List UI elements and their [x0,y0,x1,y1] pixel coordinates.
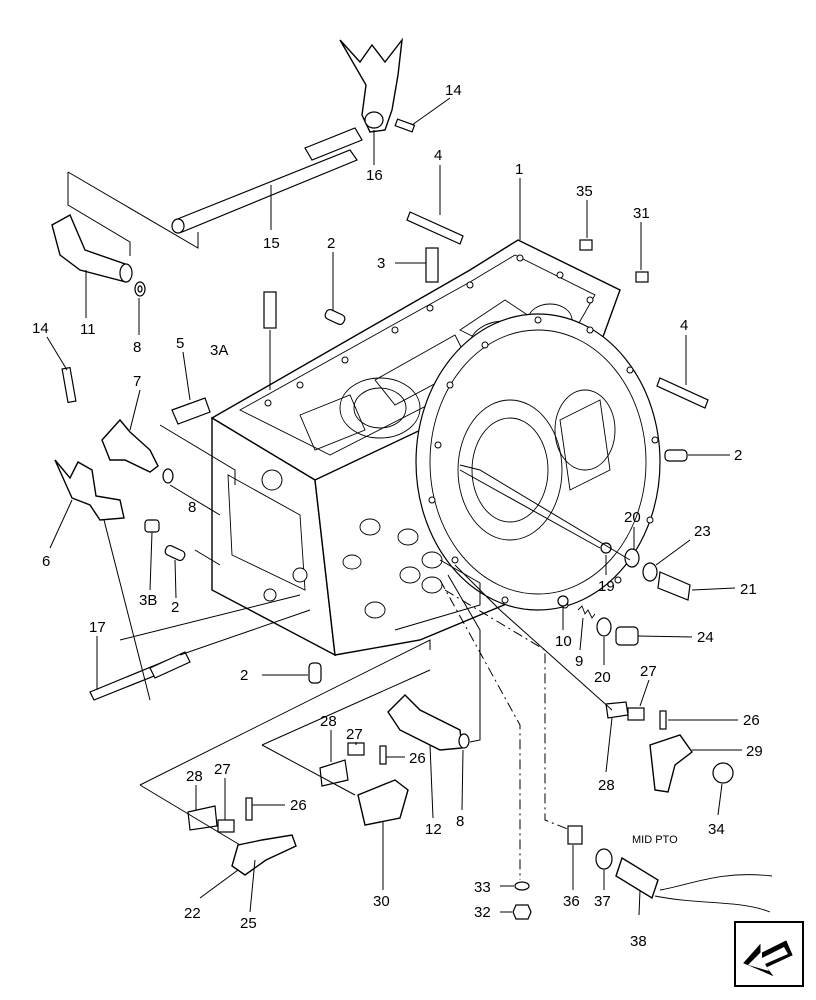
callout-35: 35 [576,183,593,200]
callout-22: 22 [184,905,201,922]
callout-21: 21 [740,581,757,598]
callout-11: 11 [80,321,96,338]
callout-32: 32 [474,904,491,921]
callout-5: 5 [176,335,184,352]
callout-27-mid: 27 [346,726,363,743]
callout-26-left: 26 [290,797,307,814]
callout-24: 24 [697,629,714,646]
callout-10: 10 [555,633,572,650]
callout-30: 30 [373,893,390,910]
callout-2-top: 2 [327,235,335,252]
transmission-housing [210,239,661,657]
callout-2-bottom: 2 [240,667,248,684]
callout-33: 33 [474,879,491,896]
callout-25: 25 [240,915,257,932]
callout-27-left: 27 [214,761,231,778]
callout-26-mid: 26 [409,750,426,767]
callout-31: 31 [633,205,650,222]
callout-28-left: 28 [186,768,203,785]
callout-6: 6 [42,553,50,570]
callout-14-top: 14 [445,82,462,99]
callout-34: 34 [708,821,725,838]
callout-1: 1 [515,161,523,178]
shift-lever-12 [387,694,463,751]
callout-8-mid: 8 [188,499,196,516]
leader-lines [46,97,742,916]
shift-lever-7 [101,418,159,473]
callout-3A: 3A [210,342,228,359]
callout-4-top: 4 [434,147,442,164]
callout-9: 9 [575,653,583,670]
callout-labels: 1 2 2 2 2 3 3A 3B 4 4 5 6 7 8 8 8 9 10 1… [32,82,763,950]
mid-pto-note: MID PTO [632,834,678,846]
shift-fork-16 [339,37,403,133]
callout-29: 29 [746,743,763,760]
callout-27-right: 27 [640,663,657,680]
shift-rod-15 [171,127,363,234]
arrow-next-icon [734,921,804,987]
callout-20-top: 20 [624,509,641,526]
callout-3: 3 [377,255,385,272]
callout-3B: 3B [139,592,157,609]
callout-19: 19 [598,578,615,595]
callout-8-top: 8 [133,339,141,356]
callout-4-right: 4 [680,317,688,334]
next-arrow-button[interactable] [734,921,804,987]
callout-8-bottom: 8 [456,813,464,830]
callout-2-right: 2 [734,447,742,464]
callout-28-right: 28 [598,777,615,794]
callout-12: 12 [425,821,442,838]
callout-15: 15 [263,235,280,252]
callout-7: 7 [133,373,141,390]
shift-fork-6 [54,459,125,521]
callout-26-right: 26 [743,712,760,729]
callout-2-mid: 2 [171,599,179,616]
shift-lever-11 [51,214,133,283]
callout-17: 17 [89,619,106,636]
shift-rod-17 [89,651,191,701]
callout-16: 16 [366,167,383,184]
callout-14-left: 14 [32,320,49,337]
callout-36: 36 [563,893,580,910]
assembly-lines [67,171,631,880]
callout-38: 38 [630,933,647,950]
callout-37: 37 [594,893,611,910]
callout-23: 23 [694,523,711,540]
callout-20-bottom: 20 [594,669,611,686]
callout-28-mid: 28 [320,713,337,730]
